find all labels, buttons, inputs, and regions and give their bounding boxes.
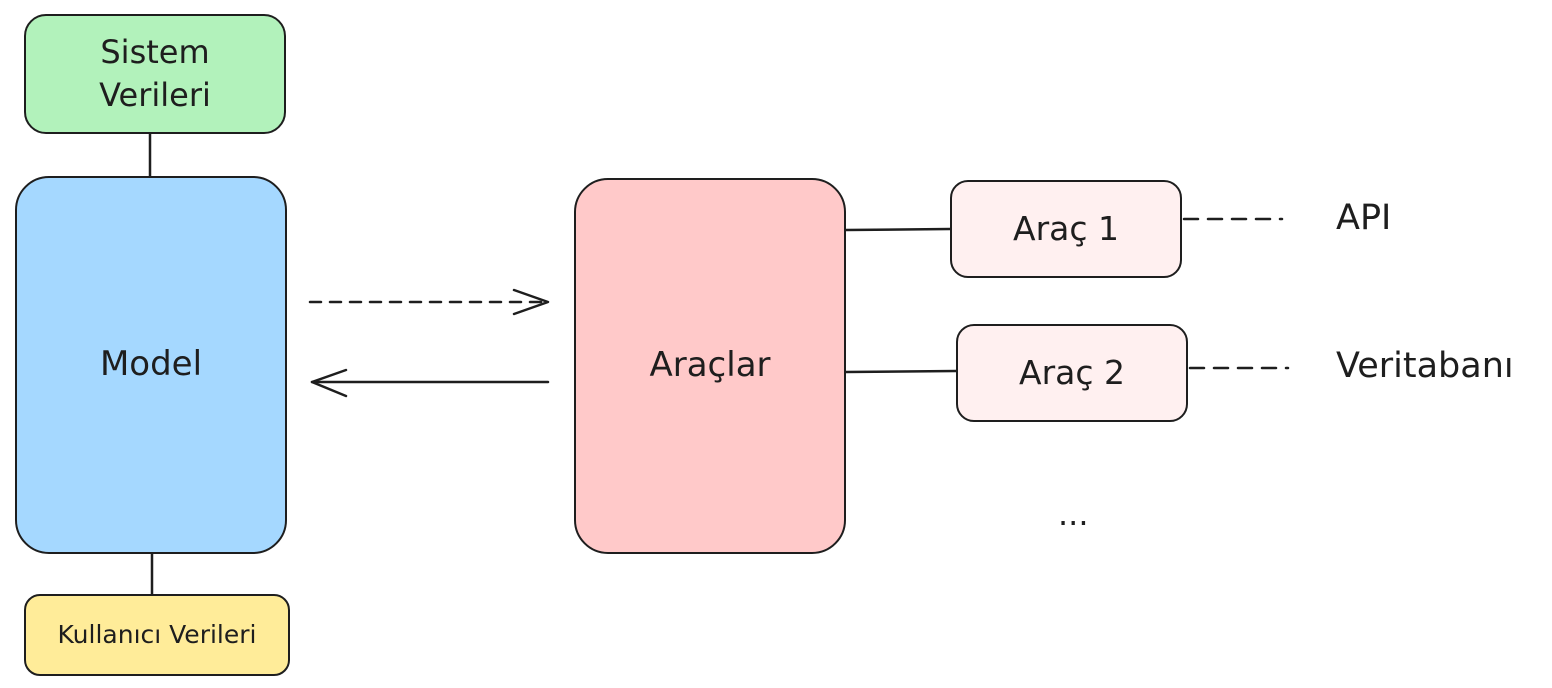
arac-1-box: Araç 1	[950, 180, 1182, 278]
arac-2-label: Araç 2	[1019, 352, 1125, 392]
arrow-araclar-to-model-head	[310, 368, 348, 398]
api-label: API	[1336, 198, 1392, 238]
sistem-verileri-box: Sistem Verileri	[24, 14, 286, 134]
veritabani-label: Veritabanı	[1336, 346, 1514, 386]
arrow-model-to-araclar-head	[512, 288, 550, 316]
sistem-verileri-label: Sistem Verileri	[99, 32, 211, 114]
more-tools-ellipsis: ...	[1058, 495, 1089, 533]
arac-2-box: Araç 2	[956, 324, 1188, 422]
arac-1-label: Araç 1	[1013, 208, 1119, 248]
connector-araclar-arac1	[844, 227, 952, 232]
kullanici-verileri-box: Kullanıcı Verileri	[24, 594, 290, 676]
connector-araclar-arac2	[844, 369, 958, 374]
model-box: Model	[15, 176, 287, 554]
araclar-label: Araçlar	[649, 345, 771, 386]
araclar-box: Araçlar	[574, 178, 846, 554]
kullanici-verileri-label: Kullanıcı Verileri	[57, 620, 257, 650]
model-label: Model	[99, 344, 203, 385]
